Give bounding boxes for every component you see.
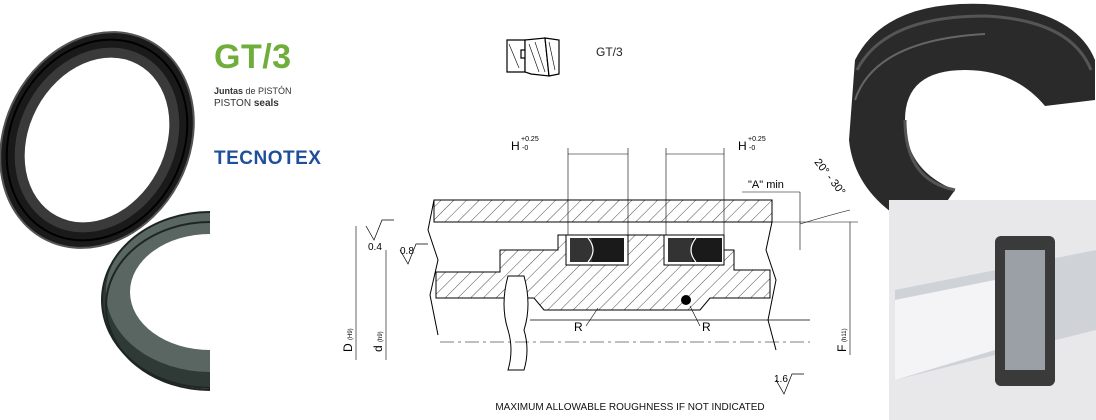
seal-photos-left	[0, 31, 210, 391]
radius-label-left: R	[574, 320, 583, 334]
bore-fit-label: (H9)	[348, 328, 354, 340]
groove-tol-minus-right: -0	[749, 145, 755, 152]
subtitle-en-prefix: PISTON	[214, 98, 252, 109]
tecnotex-logo: TECNOTEX	[214, 148, 322, 169]
subtitle-en-suffix: seals	[251, 98, 279, 109]
seal-left	[565, 234, 629, 266]
groove-dimension-label: d	[371, 345, 385, 352]
subtitle-english: PISTON seals	[214, 98, 279, 109]
groove-tol-plus-right: +0.25	[748, 136, 766, 143]
roughness-bore-label: 0.4	[368, 242, 382, 253]
radius-label-right: R	[702, 320, 711, 334]
seal-profile-symbol-icon	[506, 37, 560, 77]
chamfer-angle-label: 20° - 30°	[811, 157, 847, 198]
subtitle-es-suffix: de PISTÓN	[243, 86, 292, 96]
black-seal-ring-photo	[0, 31, 195, 249]
groove-width-label-right: H	[738, 139, 747, 153]
groove-tol-minus-left: -0	[522, 145, 528, 152]
subtitle-spanish: Juntas de PISTÓN	[214, 86, 292, 96]
seal-photos-right	[849, 3, 1096, 420]
rod-fit-label: (h11)	[842, 328, 848, 342]
subtitle-es-prefix: Juntas	[214, 86, 244, 96]
roughness-groove-label: 0.8	[400, 246, 414, 257]
chamfer-length-label: "A" min	[748, 179, 784, 191]
grey-seal-ring-photo	[101, 211, 210, 391]
groove-tol-plus-left: +0.25	[521, 136, 539, 143]
cylinder-wall	[433, 199, 773, 223]
assembly-photo	[889, 200, 1096, 420]
product-code-heading: GT/3	[214, 38, 292, 76]
rod-left-end	[503, 275, 529, 371]
roughness-general-label: 1.6	[774, 374, 788, 385]
groove-width-label-left: H	[511, 139, 520, 153]
groove-fit-label: (h9)	[378, 331, 384, 342]
groove-technical-drawing: H +0.25 -0 H +0.25 -0 20° - 30° "A" min …	[341, 136, 858, 395]
seal-right	[663, 234, 725, 266]
rod-dimension-label: F	[835, 345, 849, 352]
roughness-footnote: MAXIMUM ALLOWABLE ROUGHNESS IF NOT INDIC…	[495, 402, 765, 413]
cut-seal-ring-photo	[849, 3, 1095, 232]
bore-dimension-label: D	[341, 343, 355, 352]
profile-code-label: GT/3	[596, 45, 623, 59]
